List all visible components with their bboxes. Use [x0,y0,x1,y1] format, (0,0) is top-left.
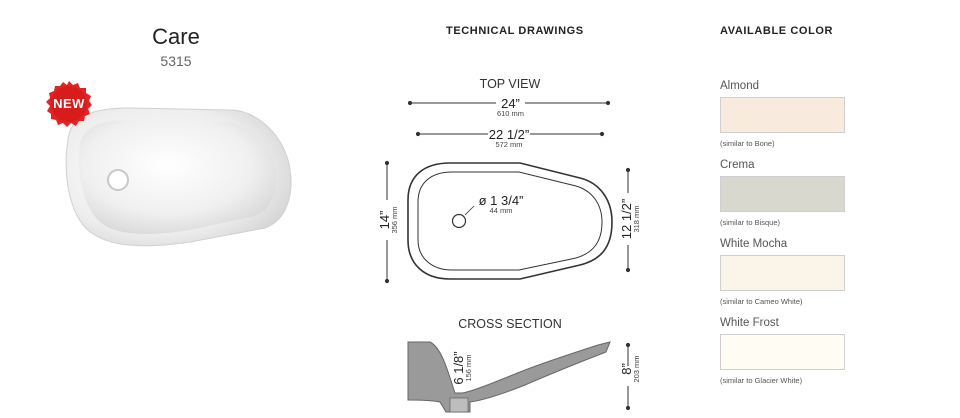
depth-right-dimension: 12 1/2” 318 mm [619,194,641,244]
inner-depth-mm: 156 mm [464,354,473,382]
new-badge [46,81,92,127]
product-photo [65,107,292,247]
color-swatch-crema[interactable] [720,176,845,212]
bowl-length: 22 1/2” [488,127,530,142]
depth-right-mm: 318 mm [632,205,641,233]
top-view-label: TOP VIEW [479,77,541,91]
color-note-almond: (similar to Bone) [720,139,775,148]
color-name-white-frost: White Frost [720,317,779,329]
overall-length-mm: 610 mm [496,109,525,118]
bowl-length-mm: 572 mm [495,140,523,149]
technical-drawing [384,100,631,413]
color-name-crema: Crema [720,159,755,171]
available-color-title: AVAILABLE COLOR [720,25,834,37]
color-swatch-white-frost[interactable] [720,334,845,370]
color-swatch-white-mocha[interactable] [720,255,845,291]
overall-length: 24” [501,96,520,111]
product-name: Care [152,24,200,49]
drain-diameter-mm: 44 mm [489,206,513,215]
color-note-white-mocha: (similar to Cameo White) [720,297,803,306]
overall-height-mm: 203 mm [632,355,641,383]
depth-left-dimension: 14” 356 mm [377,202,399,238]
color-swatch-almond[interactable] [720,97,845,133]
color-name-white-mocha: White Mocha [720,238,788,250]
new-badge-label: NEW [53,96,85,111]
drain-diameter: ø 1 3/4” [478,193,524,208]
product-code: 5315 [160,53,192,69]
technical-drawings-title: TECHNICAL DRAWINGS [446,25,584,37]
overall-length-dimension: 24” 610 mm [496,97,525,118]
drain-dimension: ø 1 3/4” 44 mm [470,194,532,215]
color-note-crema: (similar to Bisque) [720,218,781,227]
cross-section-label: CROSS SECTION [458,317,562,331]
inner-depth-dimension: 6 1/8” 156 mm [451,345,473,391]
color-name-almond: Almond [720,80,759,92]
bowl-length-dimension: 22 1/2” 572 mm [484,128,534,149]
color-note-white-frost: (similar to Glacier White) [720,376,803,385]
depth-left-mm: 356 mm [390,206,399,234]
overall-height-dimension: 8” 203 mm [619,347,641,391]
